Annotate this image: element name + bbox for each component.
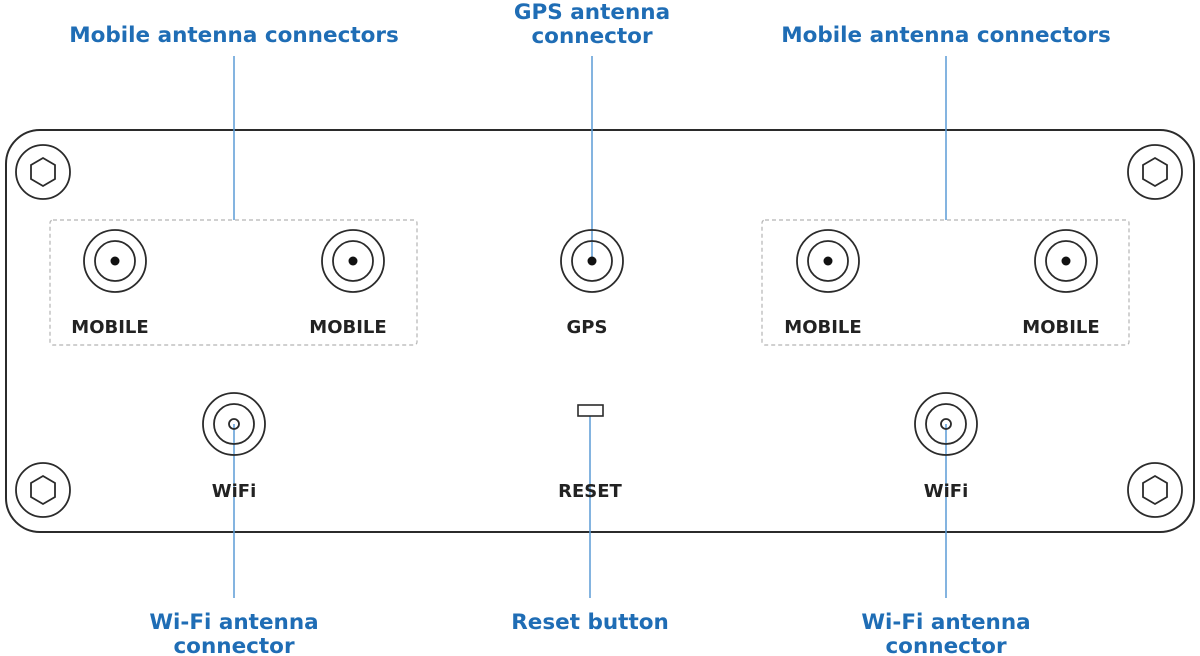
callout-gps-line2: connector [531, 24, 653, 49]
mobile-connector-2-icon [321, 229, 385, 293]
port-label-gps: GPS [567, 317, 608, 338]
callout-mobile-left: Mobile antenna connectors [69, 23, 399, 48]
screw-top-right-icon [1127, 144, 1183, 200]
screw-bottom-right-icon [1127, 462, 1183, 518]
callout-gps-line1: GPS antenna [514, 0, 670, 25]
mobile-connector-4-icon [1034, 229, 1098, 293]
screw-bottom-left-icon [15, 462, 71, 518]
port-label-reset: RESET [558, 481, 622, 502]
callout-wifi-right-line1: Wi-Fi antenna [861, 610, 1030, 635]
wifi-connector-right-icon [914, 392, 978, 456]
wifi-connector-left-icon [202, 392, 266, 456]
callout-reset: Reset button [511, 610, 669, 635]
gps-connector-icon [560, 229, 624, 293]
port-label-wifi-left: WiFi [212, 481, 257, 502]
port-label-mobile-2: MOBILE [309, 317, 386, 338]
callout-wifi-right-line2: connector [885, 634, 1007, 656]
mobile-connector-3-icon [796, 229, 860, 293]
mobile-connector-1-icon [83, 229, 147, 293]
callout-wifi-left-line1: Wi-Fi antenna [149, 610, 318, 635]
port-label-mobile-1: MOBILE [71, 317, 148, 338]
screw-top-left-icon [15, 144, 71, 200]
callout-mobile-right: Mobile antenna connectors [781, 23, 1111, 48]
device-body [5, 129, 1195, 533]
port-label-mobile-3: MOBILE [784, 317, 861, 338]
port-label-wifi-right: WiFi [924, 481, 969, 502]
reset-button[interactable] [577, 404, 604, 417]
port-label-mobile-4: MOBILE [1022, 317, 1099, 338]
callout-wifi-left-line2: connector [173, 634, 295, 656]
